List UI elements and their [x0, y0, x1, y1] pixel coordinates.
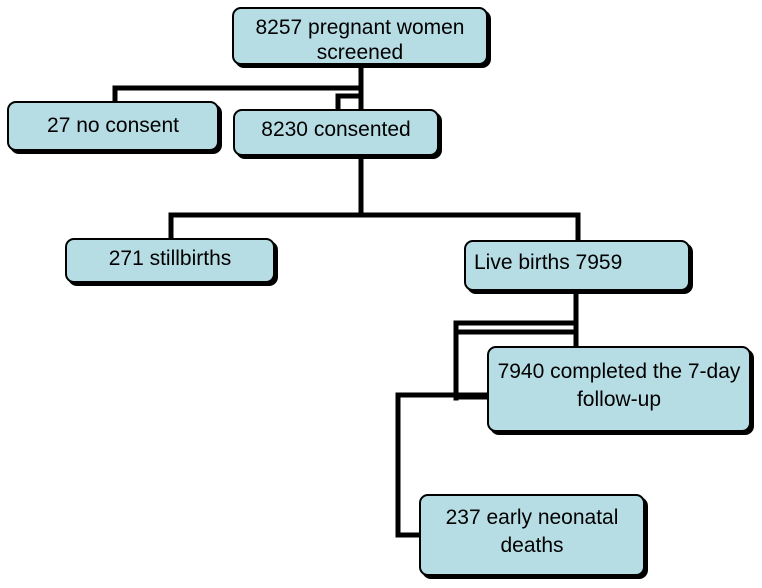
connector-screened-branch	[112, 63, 364, 106]
node-consented: 8230 consented	[233, 109, 439, 156]
node-no-consent: 27 no consent	[7, 101, 219, 151]
node-neonatal-deaths: 237 early neonatal deaths	[419, 494, 645, 576]
node-screened: 8257 pregnant women screened	[232, 7, 488, 65]
node-live-births: Live births 7959	[464, 240, 690, 291]
node-completed: 7940 completed the 7-day follow-up	[487, 346, 751, 432]
connector-deaths-drop	[395, 392, 423, 538]
node-stillbirths: 271 stillbirths	[65, 238, 275, 283]
